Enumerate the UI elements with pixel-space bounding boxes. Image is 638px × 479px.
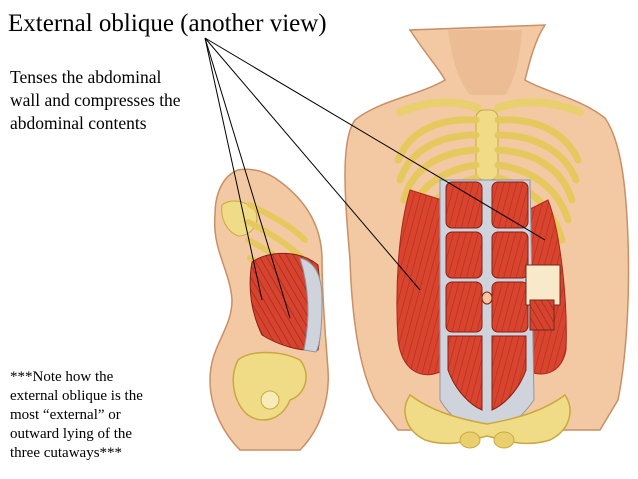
external-oblique-left xyxy=(396,189,443,376)
scapula xyxy=(221,200,258,237)
description-line: abdominal contents xyxy=(10,113,147,133)
note-text: ***Note how the external oblique is the … xyxy=(10,368,190,463)
note-line: most “external” or xyxy=(10,407,121,423)
description-line: wall and compresses the xyxy=(10,90,181,110)
cutaway-window-upper xyxy=(525,264,561,306)
leader-lines xyxy=(204,37,546,319)
rectus-abdominis xyxy=(445,181,529,411)
note-line: external oblique is the xyxy=(10,388,143,404)
description-text: Tenses the abdominal wall and compresses… xyxy=(10,66,230,135)
cutaway-window-lower xyxy=(529,299,555,331)
note-line: outward lying of the xyxy=(10,426,133,442)
pelvis-side xyxy=(232,351,307,421)
pelvis-front xyxy=(404,393,571,445)
clavicle-right xyxy=(494,98,584,116)
front-torso-figure xyxy=(344,24,630,449)
page-title: External oblique (another view) xyxy=(8,10,327,37)
clavicle-left xyxy=(396,98,482,116)
note-line: ***Note how the xyxy=(10,369,114,385)
note-line: three cutaways*** xyxy=(10,445,123,461)
umbilicus xyxy=(481,291,493,305)
description-line: Tenses the abdominal xyxy=(10,67,162,87)
side-torso-figure xyxy=(209,168,329,451)
